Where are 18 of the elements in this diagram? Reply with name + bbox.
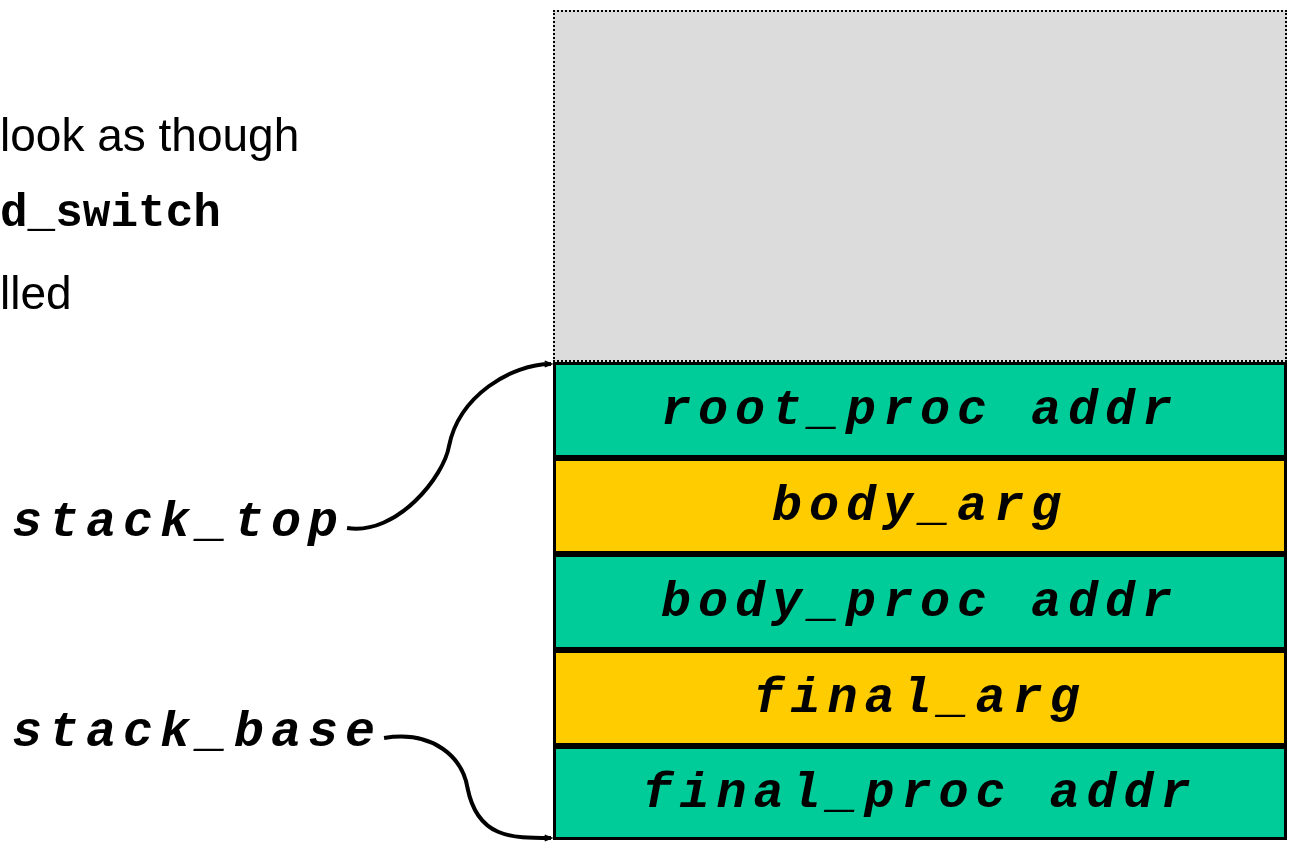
- code-label: root_proc addr: [660, 381, 1180, 439]
- free-stack-area: [553, 10, 1287, 362]
- stack-slot: [553, 554, 1287, 650]
- stack-slot: [553, 362, 1287, 458]
- code-label: final_arg: [753, 669, 1087, 727]
- stack-slot: [553, 458, 1287, 554]
- text-line: d_switch: [0, 188, 221, 240]
- code-label: body_arg: [771, 477, 1068, 535]
- stack-slot: [553, 746, 1287, 840]
- code-label: body_proc addr: [660, 573, 1180, 631]
- text-line: look as though: [0, 108, 300, 162]
- text-line: lled: [0, 266, 72, 320]
- stack-slot: [553, 650, 1287, 746]
- code-label: stack_top: [12, 493, 346, 551]
- curved-arrow: [346, 360, 553, 531]
- code-label: stack_base: [12, 703, 383, 761]
- code-label: final_proc addr: [642, 764, 1198, 822]
- curved-arrow: [383, 734, 553, 842]
